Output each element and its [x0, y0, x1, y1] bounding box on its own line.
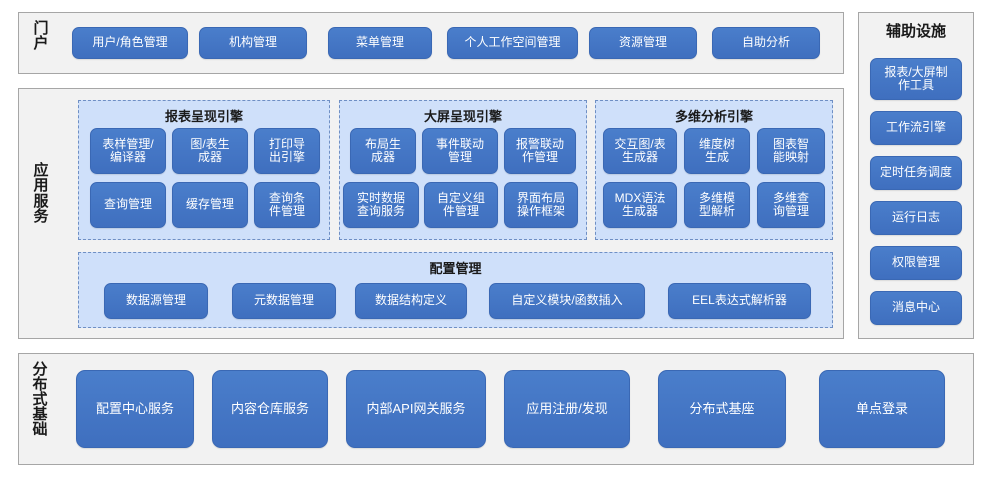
engine-bigscreen-button-event-linkage[interactable]: 事件联动 管理: [422, 128, 498, 174]
engine-bigscreen-button-alarm-action[interactable]: 报警联动 作管理: [504, 128, 576, 174]
portal-button-resource[interactable]: 资源管理: [589, 27, 697, 59]
aux-button-report-screen-tool[interactable]: 报表/大屏制 作工具: [870, 58, 962, 100]
portal-button-user-role[interactable]: 用户/角色管理: [72, 27, 188, 59]
engine-bigscreen-button-realtime-query[interactable]: 实时数据 查询服务: [343, 182, 419, 228]
portal-button-org[interactable]: 机构管理: [199, 27, 307, 59]
config-button-datasource[interactable]: 数据源管理: [104, 283, 208, 319]
aux-button-runtime-log[interactable]: 运行日志: [870, 201, 962, 235]
aux-button-scheduler[interactable]: 定时任务调度: [870, 156, 962, 190]
engine-panel-report-title: 报表呈现引擎: [164, 109, 243, 124]
distributed-button-api-gateway[interactable]: 内部API网关服务: [346, 370, 486, 448]
engine-olap-button-chart-mapping[interactable]: 图表智 能映射: [757, 128, 825, 174]
engine-olap-button-dimension-tree[interactable]: 维度树 生成: [684, 128, 750, 174]
distributed-label: 分布式基础: [32, 361, 48, 438]
config-button-metadata[interactable]: 元数据管理: [232, 283, 336, 319]
engine-report-button-template-compiler[interactable]: 表样管理/ 编译器: [90, 128, 166, 174]
aux-button-workflow-engine[interactable]: 工作流引擎: [870, 111, 962, 145]
distributed-button-config-center[interactable]: 配置中心服务: [76, 370, 194, 448]
engine-olap-button-mdx-generator[interactable]: MDX语法 生成器: [603, 182, 677, 228]
engine-panel-olap-title: 多维分析引擎: [674, 109, 753, 124]
distributed-button-app-registry[interactable]: 应用注册/发现: [504, 370, 630, 448]
engine-panel-bigscreen-title: 大屏呈现引擎: [423, 109, 502, 124]
distributed-button-distributed-base[interactable]: 分布式基座: [658, 370, 786, 448]
engine-report-button-query-manage[interactable]: 查询管理: [90, 182, 166, 228]
engine-report-button-chart-generator[interactable]: 图/表生 成器: [172, 128, 248, 174]
portal-button-self-analysis[interactable]: 自助分析: [712, 27, 820, 59]
aux-button-permission[interactable]: 权限管理: [870, 246, 962, 280]
engine-bigscreen-button-layout-framework[interactable]: 界面布局 操作框架: [504, 182, 578, 228]
portal-button-menu[interactable]: 菜单管理: [328, 27, 432, 59]
config-button-eel-parser[interactable]: EEL表达式解析器: [668, 283, 811, 319]
portal-label: 门户: [33, 20, 49, 53]
engine-olap-button-model-parser[interactable]: 多维模 型解析: [684, 182, 750, 228]
aux-button-message-center[interactable]: 消息中心: [870, 291, 962, 325]
distributed-button-content-repo[interactable]: 内容仓库服务: [212, 370, 328, 448]
config-button-data-structure[interactable]: 数据结构定义: [355, 283, 467, 319]
engine-report-button-cache-manage[interactable]: 缓存管理: [172, 182, 248, 228]
config-panel-title: 配置管理: [429, 261, 482, 276]
engine-bigscreen-button-custom-widget[interactable]: 自定义组 件管理: [424, 182, 498, 228]
engine-bigscreen-button-layout-generator[interactable]: 布局生 成器: [350, 128, 416, 174]
engine-report-button-query-condition[interactable]: 查询条 件管理: [254, 182, 320, 228]
distributed-button-sso[interactable]: 单点登录: [819, 370, 945, 448]
app-service-label: 应用服务: [33, 162, 49, 225]
aux-label: 辅助设施: [885, 23, 946, 40]
portal-button-workspace[interactable]: 个人工作空间管理: [447, 27, 578, 59]
engine-report-button-print-export[interactable]: 打印导 出引擎: [254, 128, 320, 174]
engine-olap-button-multidim-query[interactable]: 多维查 询管理: [757, 182, 825, 228]
config-button-custom-module[interactable]: 自定义模块/函数插入: [489, 283, 645, 319]
engine-olap-button-interactive-chart[interactable]: 交互图/表 生成器: [603, 128, 677, 174]
